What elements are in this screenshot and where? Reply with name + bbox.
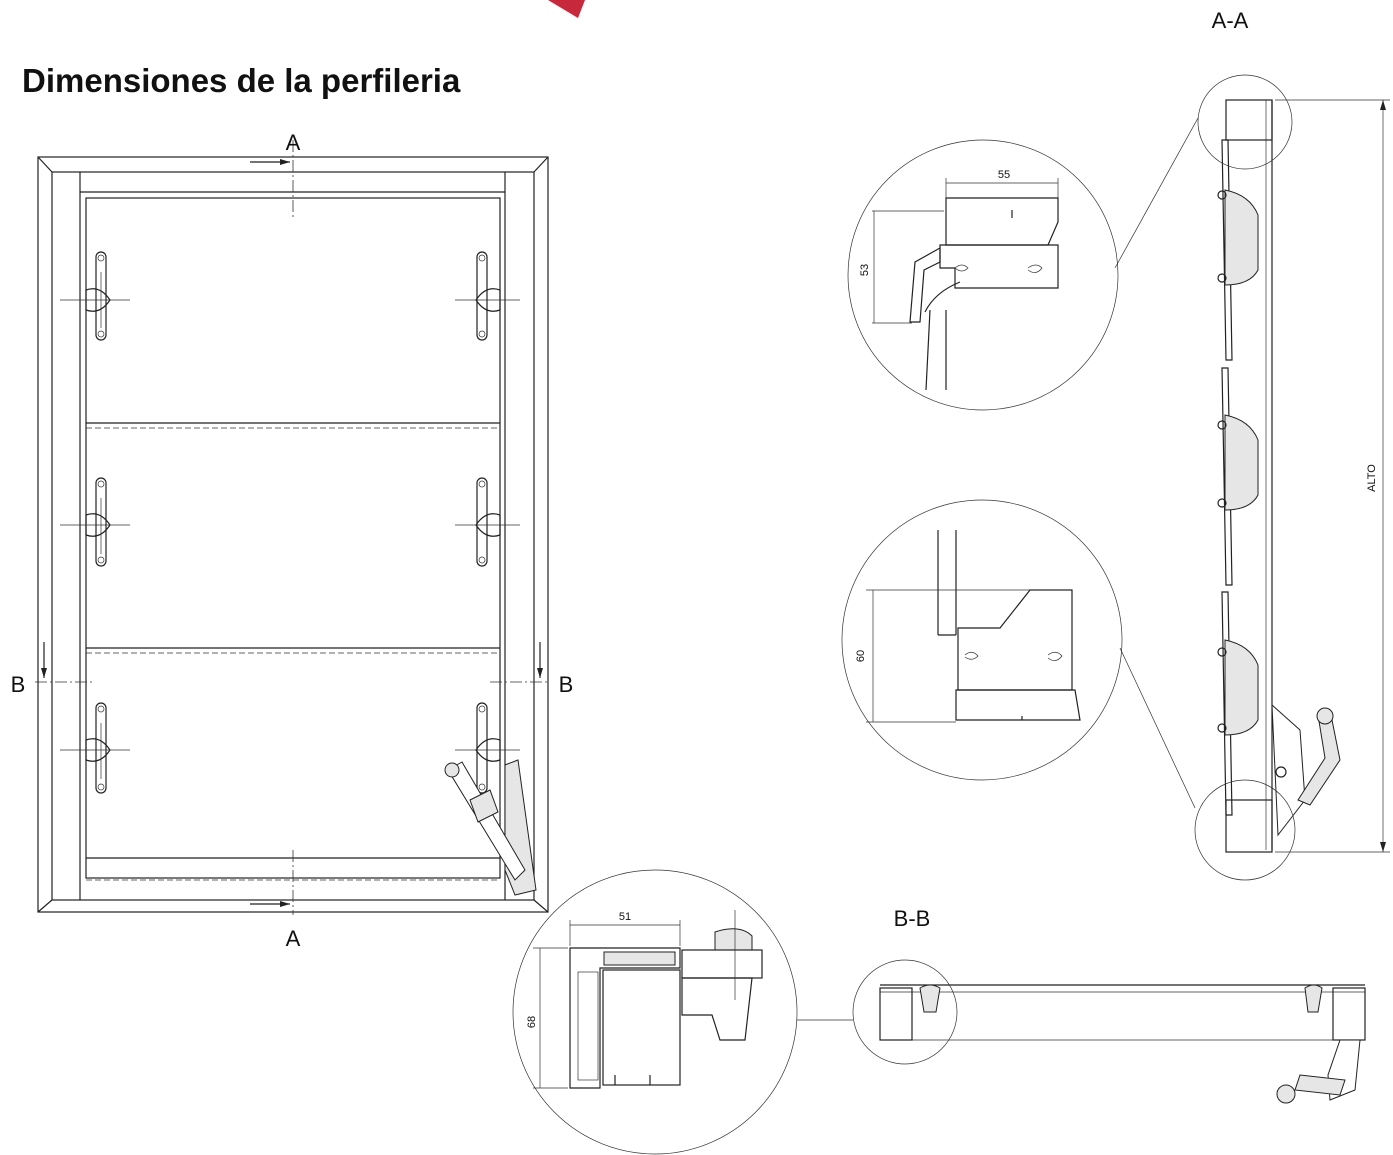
aa-bottom-detail-marker xyxy=(1194,779,1296,881)
bb-detail-marker xyxy=(852,959,958,1065)
aa-hinge-2 xyxy=(1217,414,1259,511)
hinge-right-2 xyxy=(455,477,520,567)
section-a-top-label: A xyxy=(286,130,301,155)
overall-height-label: ALTO xyxy=(1366,464,1378,492)
bottom-profile-detail: 60 xyxy=(841,499,1196,809)
section-bb-title: B-B xyxy=(894,906,931,931)
bb-handle-icon xyxy=(1276,1039,1361,1104)
front-elevation: A A B B xyxy=(11,130,574,951)
section-b-right-label: B xyxy=(559,672,574,697)
bottom-height-dim: 60 xyxy=(855,650,867,662)
sash xyxy=(85,197,501,879)
top-height-dim: 53 xyxy=(859,264,871,276)
top-width-dim: 55 xyxy=(998,169,1010,181)
side-width-dim: 51 xyxy=(619,911,631,923)
section-b-left-label: B xyxy=(11,672,26,697)
section-a-bottom-label: A xyxy=(286,926,301,951)
section-aa-title: A-A xyxy=(1212,8,1249,33)
hinge-left-3 xyxy=(60,702,130,794)
top-profile xyxy=(1225,99,1273,141)
side-profile-detail: 51 68 xyxy=(512,869,853,1155)
aa-top-detail-marker xyxy=(1197,74,1293,170)
aa-hinge-3 xyxy=(1217,639,1259,736)
aa-hinge-1 xyxy=(1217,189,1259,286)
hinge-right-1 xyxy=(455,251,520,341)
bb-right-profile xyxy=(1332,987,1366,1041)
section-bb-view: B-B xyxy=(852,906,1366,1104)
bb-left-profile xyxy=(879,987,913,1041)
aa-handle-icon xyxy=(1271,703,1341,837)
brand-mark-icon xyxy=(548,0,585,18)
section-aa-view: A-A xyxy=(1194,8,1390,881)
hinge-left-1 xyxy=(60,251,130,341)
top-profile-detail: 55 53 xyxy=(847,117,1199,411)
hinge-left-2 xyxy=(60,477,130,567)
hinge-right-3 xyxy=(455,702,520,794)
page-title: Dimensiones de la perfileria xyxy=(22,62,461,99)
bottom-profile xyxy=(1225,799,1273,853)
side-height-dim: 68 xyxy=(526,1016,538,1028)
handle-icon xyxy=(444,759,537,896)
